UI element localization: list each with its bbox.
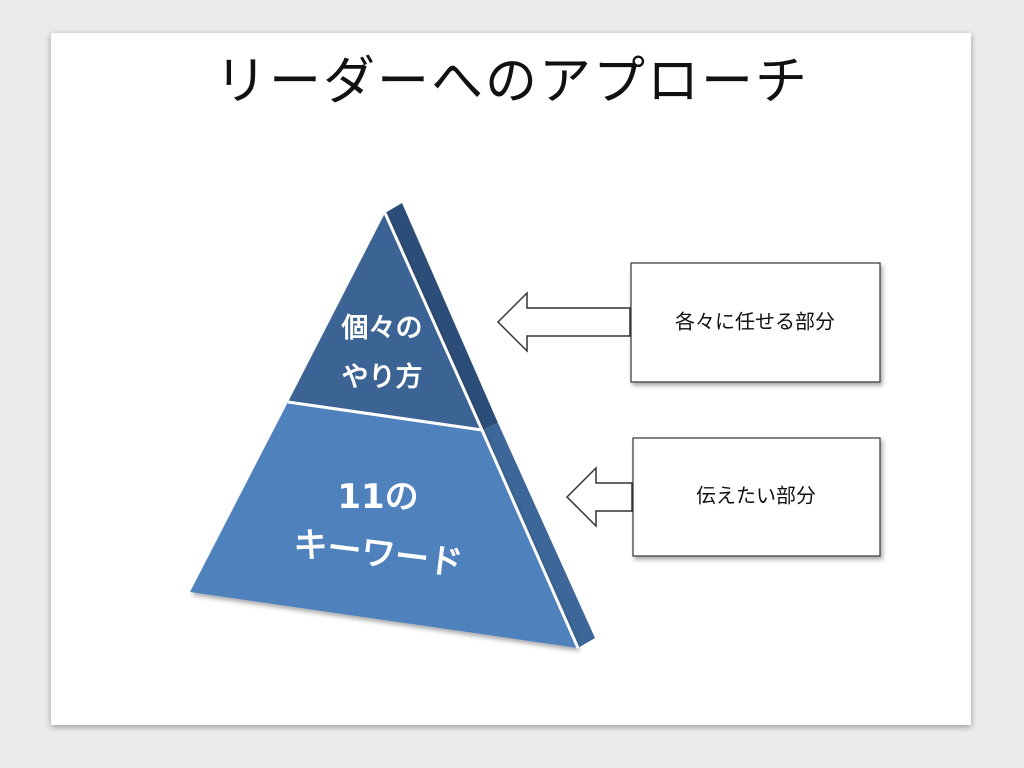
top-tier-line-1: 個々の [341, 313, 423, 344]
slide-title: リーダーへのアプローチ [214, 52, 809, 112]
bottom-tier-line-1: 11の [337, 477, 418, 517]
pyramid-tier-divider [287, 400, 483, 432]
pyramid-side-top [385, 203, 498, 430]
callout-arrow-bottom [565, 466, 633, 528]
pyramid-bottom-tier [190, 402, 578, 648]
pyramid-top-tier [288, 213, 482, 430]
callout-box-bottom [632, 437, 881, 557]
callout-label-top: 各々に任せる部分 [675, 310, 835, 334]
pyramid-edge-top [383, 212, 484, 431]
callout-label-bottom: 伝えたい部分 [696, 484, 816, 508]
callout-arrow-top [496, 291, 631, 353]
pyramid-edge-bottom [480, 429, 580, 649]
top-tier-line-2: やり方 [342, 361, 423, 393]
pyramid-side-bottom [482, 423, 595, 648]
callout-box-top [630, 262, 881, 383]
